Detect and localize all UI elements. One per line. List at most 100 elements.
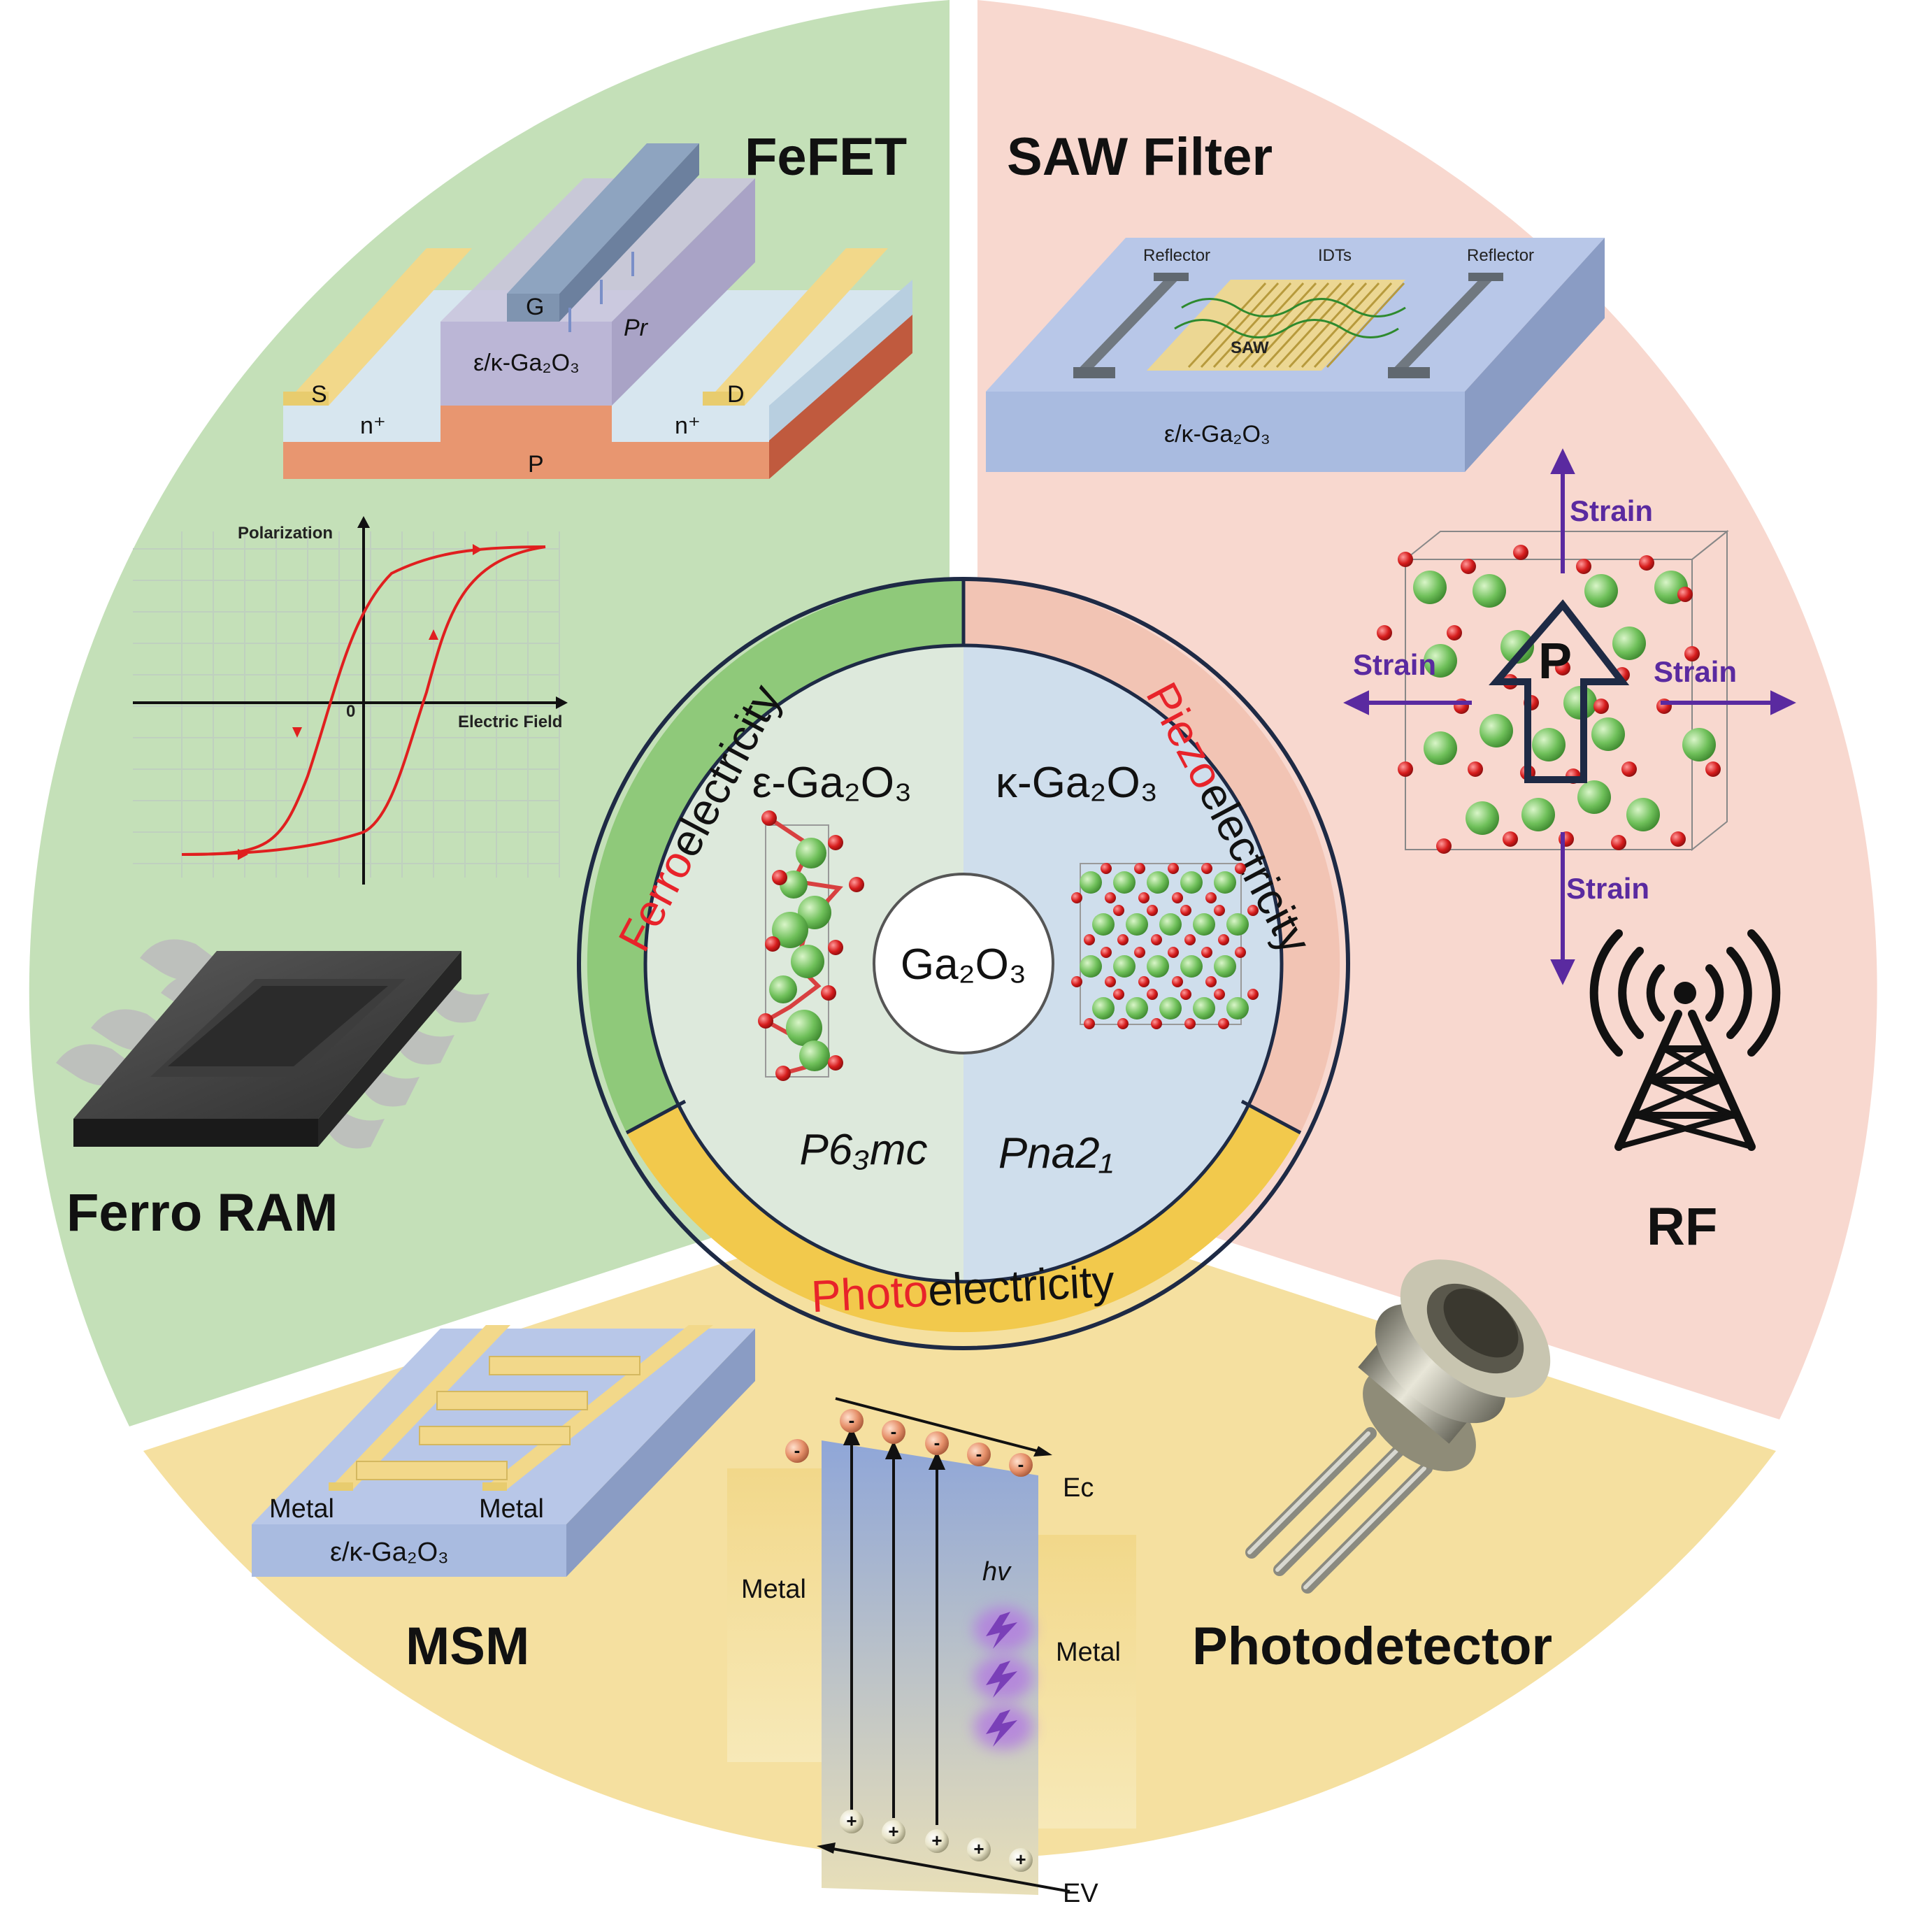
- ga-atom: [1092, 997, 1115, 1019]
- o-atom: [1117, 934, 1129, 945]
- o-atom: [1101, 863, 1112, 874]
- svg-text:Photoelectricity: Photoelectricity: [810, 1256, 1115, 1322]
- o-atom: [1677, 587, 1693, 602]
- band-hv: hv: [982, 1557, 1012, 1587]
- ga-atom: [1626, 798, 1660, 831]
- o-atom: [1117, 1018, 1129, 1029]
- kappa-crystal-structure: [1071, 863, 1259, 1029]
- o-atom: [1113, 905, 1124, 916]
- fefet-substrate: P: [528, 451, 544, 478]
- o-atom: [1147, 905, 1158, 916]
- electron: [1009, 1453, 1033, 1477]
- idt-finger: [1263, 282, 1342, 368]
- o-atom: [1555, 660, 1570, 675]
- o-atom: [1113, 989, 1124, 1000]
- band-diagram: ------ +++++ Metal Metal hv Ec EV: [727, 1397, 1136, 1908]
- title-photodetector: Photodetector: [1192, 1617, 1552, 1676]
- msm-device: Metal Metal ε/κ-Ga₂O₃: [252, 1325, 755, 1577]
- msm-material: ε/κ-Ga₂O₃: [330, 1538, 449, 1567]
- ga-atom: [1159, 913, 1182, 936]
- strain-bottom: Strain: [1566, 872, 1649, 905]
- o-atom: [1184, 934, 1196, 945]
- hole: [967, 1838, 991, 1861]
- ring-photo-prefix: Photo: [810, 1266, 929, 1322]
- hole-sign: +: [931, 1830, 942, 1851]
- electron: [925, 1431, 949, 1455]
- o-atom: [1218, 934, 1229, 945]
- idt-finger: [1187, 282, 1267, 368]
- ga-atom: [1113, 871, 1136, 894]
- o-atom: [1071, 892, 1082, 903]
- ga-atom: [1226, 997, 1249, 1019]
- ga-atom: [1113, 955, 1136, 978]
- ga-atom: [1180, 955, 1203, 978]
- fefet-n-right: n⁺: [675, 413, 701, 439]
- o-atom: [1611, 835, 1626, 850]
- ga-atom: [1159, 997, 1182, 1019]
- strain-right: Strain: [1654, 655, 1737, 688]
- kappa-space-group: Pna2₁: [998, 1129, 1113, 1178]
- ga-atom: [1214, 955, 1236, 978]
- hole-sign: +: [973, 1838, 984, 1859]
- fefet-material: ε/κ-Ga₂O₃: [473, 350, 580, 376]
- ga-atom: [1500, 630, 1534, 664]
- ga-atom: [1521, 798, 1555, 831]
- strain-arrows: [1343, 448, 1796, 985]
- piezo-crystal: P: [1377, 529, 1729, 854]
- o-atom: [1247, 905, 1259, 916]
- o-atom: [1071, 976, 1082, 987]
- o-atom: [1468, 761, 1483, 777]
- o-atom: [1235, 947, 1246, 958]
- idt-finger: [1275, 282, 1355, 368]
- photodetector-device: [1245, 1259, 1551, 1594]
- o-atom: [1172, 976, 1183, 987]
- electron-sign: -: [794, 1440, 801, 1461]
- ga-atom: [1480, 714, 1513, 747]
- o-atom: [1084, 934, 1095, 945]
- electron-sign: -: [849, 1410, 855, 1431]
- fefet-gate: G: [526, 294, 544, 320]
- o-atom: [1576, 559, 1591, 574]
- o-atom: [1147, 989, 1158, 1000]
- title-fefet: FeFET: [745, 127, 907, 187]
- o-atom: [1621, 761, 1637, 777]
- eps-crystal-structure: [758, 810, 864, 1081]
- msm-metal-left: Metal: [269, 1494, 334, 1524]
- fefet-n-left: n⁺: [360, 413, 386, 439]
- electron-sign: -: [891, 1421, 897, 1442]
- ga-atom: [1193, 913, 1215, 936]
- band-ec: Ec: [1063, 1473, 1094, 1503]
- band-ev: EV: [1063, 1879, 1098, 1908]
- title-msm: MSM: [406, 1617, 529, 1676]
- o-atom: [1134, 947, 1145, 958]
- o-atom: [1134, 863, 1145, 874]
- hole-sign: +: [846, 1810, 857, 1831]
- o-atom: [1168, 947, 1179, 958]
- title-saw: SAW Filter: [1007, 127, 1273, 187]
- idt-finger: [1288, 282, 1368, 368]
- o-atom: [1205, 976, 1217, 987]
- o-atom: [1218, 1018, 1229, 1029]
- o-atom: [1084, 1018, 1095, 1029]
- ring-photo-suffix: electricity: [926, 1256, 1115, 1316]
- strain-left: Strain: [1353, 648, 1436, 681]
- electron: [840, 1409, 864, 1433]
- hysteresis-origin: 0: [346, 702, 355, 721]
- ga-atom: [1424, 644, 1457, 678]
- electron-sign: -: [934, 1432, 940, 1453]
- o-atom: [1503, 831, 1518, 847]
- o-atom: [1180, 989, 1191, 1000]
- rf-tower-icon: [1589, 929, 1781, 1151]
- band-metal-left: Metal: [741, 1575, 806, 1604]
- o-atom: [1377, 625, 1392, 641]
- ga-atom: [1584, 574, 1618, 608]
- electron: [967, 1443, 991, 1466]
- electron: [785, 1439, 809, 1463]
- o-atom: [1201, 947, 1212, 958]
- electron-sign: -: [1018, 1454, 1024, 1475]
- hole: [882, 1820, 905, 1844]
- o-atom: [1684, 646, 1700, 661]
- ga-atom: [1413, 571, 1447, 604]
- idt-finger: [1301, 282, 1380, 368]
